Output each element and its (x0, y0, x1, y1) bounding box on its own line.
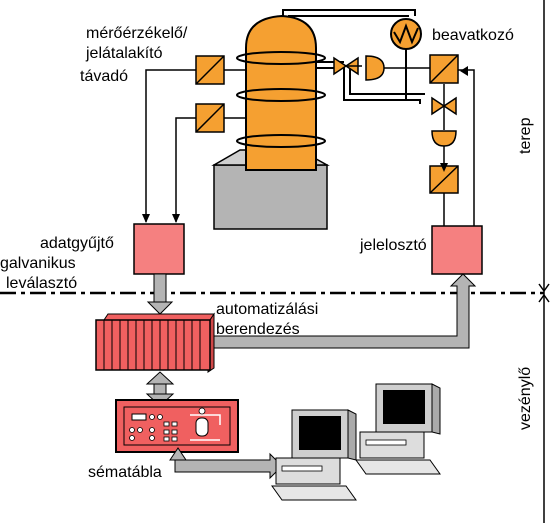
arrow-to-collector-1 (142, 214, 150, 223)
vessel-coils (236, 51, 326, 148)
vessel-body (245, 14, 317, 171)
transmitter-box-top-right (429, 54, 459, 84)
signal-distributor-box (431, 225, 483, 275)
reactor-vessel (211, 14, 330, 230)
label-collector: adatgyűjtő (40, 235, 114, 252)
actuator-head-right-icon (431, 130, 457, 147)
automation-rack (95, 312, 215, 373)
label-transmitter-top: mérőérzékelő/ (86, 25, 188, 42)
zone-axis (538, 0, 550, 523)
bus-collector-to-automation (146, 273, 174, 315)
computer-workstation-icon-2 (355, 383, 441, 475)
label-galvanic-2: leválasztó (6, 275, 77, 292)
label-distributor: jelelosztó (359, 237, 427, 254)
label-automation-2: berendezés (216, 321, 300, 338)
vessel-base (213, 164, 328, 230)
arrow-to-collector-2 (172, 214, 180, 223)
data-collector-box (133, 223, 185, 275)
bus-automation-to-distributor (213, 273, 477, 349)
transmitter-box-top-left (195, 55, 225, 85)
mimic-panel (115, 399, 239, 453)
valve-icon-right (431, 96, 457, 116)
computer-workstation-icon (271, 409, 357, 501)
label-field-zone: terep (517, 117, 534, 154)
actuator-head-icon (365, 55, 385, 81)
heat-exchanger-icon (390, 18, 422, 100)
label-mimic-board: sématábla (88, 464, 162, 481)
valve-icon (333, 56, 362, 76)
label-transmitter-bottom: távadó (80, 68, 128, 85)
label-control-room-zone: vezénylő (517, 367, 534, 430)
transmitter-box-mid-left (195, 103, 225, 133)
label-actuator: beavatkozó (432, 27, 514, 44)
label-transmitter-mid: jelátalakító (85, 45, 163, 62)
bus-panel-to-computers (169, 447, 283, 480)
arrow-to-transmitter-right (460, 66, 468, 76)
label-automation-1: automatizálási (216, 301, 318, 318)
label-galvanic-1: galvanikus (0, 255, 76, 272)
arrow-to-actuator-transmitter (440, 163, 448, 172)
